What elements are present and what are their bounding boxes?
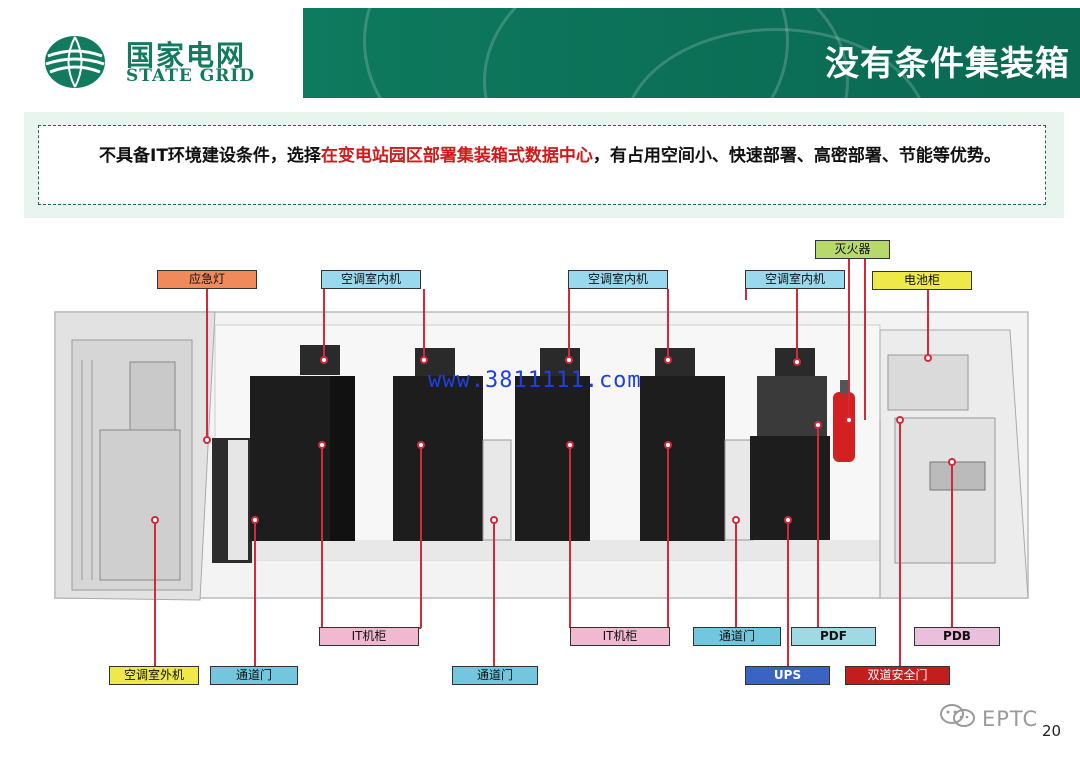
label-ac-indoor-2: 空调室内机 <box>568 270 668 289</box>
label-ac-indoor-1: 空调室内机 <box>321 270 421 289</box>
description-text-start: 不具备IT环境建设条件，选择 <box>99 146 321 166</box>
label-fire-extinguisher: 灭火器 <box>815 240 890 259</box>
label-aisle-door-2: 通道门 <box>452 666 538 685</box>
logo-english-name: STATE GRID <box>126 66 256 86</box>
description-box: 不具备IT环境建设条件，选择在变电站园区部署集装箱式数据中心，有占用空间小、快速… <box>38 125 1046 205</box>
label-ac-indoor-3: 空调室内机 <box>745 270 845 289</box>
label-emergency-light: 应急灯 <box>157 270 257 289</box>
label-pdb: PDB <box>914 627 1000 646</box>
label-ac-outdoor: 空调室外机 <box>109 666 199 685</box>
logo-chinese-name: 国家电网 <box>126 39 247 72</box>
label-it-cabinet-1: IT机柜 <box>319 627 419 646</box>
label-it-cabinet-2: IT机柜 <box>570 627 670 646</box>
state-grid-logo-icon <box>45 36 105 88</box>
label-pdf: PDF <box>791 627 876 646</box>
page-number: 20 <box>1042 722 1062 740</box>
description-text-end: ，有占用空间小、快速部署、高密部署、节能等优势。 <box>592 146 1001 166</box>
label-aisle-door-3: 通道门 <box>693 627 781 646</box>
container-datacenter-diagram <box>54 258 1029 667</box>
wechat-icon <box>940 704 975 727</box>
label-battery-cabinet: 电池柜 <box>872 271 972 290</box>
slide-title: 没有条件集装箱 <box>825 44 1070 84</box>
label-aisle-door-1: 通道门 <box>210 666 298 685</box>
label-ups: UPS <box>745 666 830 685</box>
website-watermark: www.3811111.com <box>428 368 642 393</box>
description-highlight: 在变电站园区部署集装箱式数据中心 <box>320 146 593 166</box>
label-safety-door: 双道安全门 <box>845 666 950 685</box>
header-band: 没有条件集装箱 <box>303 8 1080 98</box>
footer-brand: EPTC <box>982 707 1039 731</box>
